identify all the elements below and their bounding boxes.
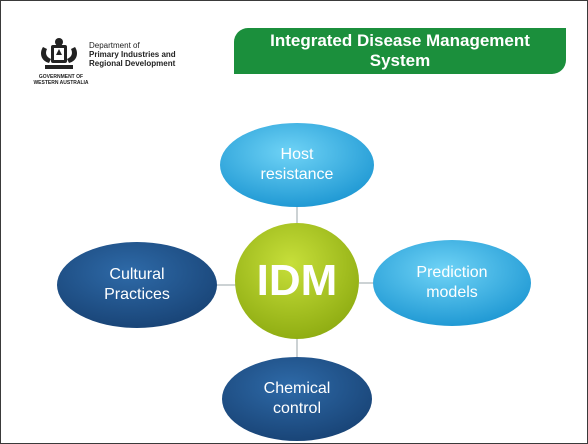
node-left-line2: Practices	[104, 286, 170, 303]
coat-of-arms-icon	[41, 38, 77, 69]
department-line3: Regional Development	[89, 59, 176, 68]
title-banner: Integrated Disease Management System	[234, 28, 566, 74]
government-line2: WESTERN AUSTRALIA	[33, 80, 89, 86]
department-name: Department of Primary Industries and Reg…	[89, 41, 209, 68]
node-bottom-shape	[222, 357, 372, 441]
node-right-line1: Prediction	[416, 264, 488, 281]
node-right-line2: models	[426, 284, 478, 301]
center-node-shape	[235, 223, 359, 339]
page-title: Integrated Disease Management System	[270, 31, 530, 70]
node-cultural-practices: Cultural Practices	[59, 261, 215, 309]
department-line1: Department of	[89, 41, 140, 50]
government-label: GOVERNMENT OF WESTERN AUSTRALIA	[31, 74, 91, 86]
node-top-line1: Host	[280, 146, 314, 163]
node-chemical-control: Chemical control	[223, 375, 371, 423]
node-left-shape	[57, 242, 217, 328]
center-label: IDM	[256, 256, 338, 305]
node-top-line2: resistance	[260, 166, 334, 183]
government-line1: GOVERNMENT OF	[38, 74, 84, 80]
department-line2: Primary Industries and	[89, 50, 176, 59]
node-prediction-models: Prediction models	[375, 259, 529, 307]
node-top-shape	[220, 123, 374, 207]
node-right-shape	[373, 240, 531, 326]
node-bottom-line1: Chemical	[263, 380, 331, 397]
node-bottom-line2: control	[272, 400, 322, 417]
node-host-resistance: Host resistance	[221, 141, 373, 189]
department-logo: GOVERNMENT OF WESTERN AUSTRALIA Departme…	[31, 31, 201, 93]
node-left-line1: Cultural	[109, 266, 165, 283]
